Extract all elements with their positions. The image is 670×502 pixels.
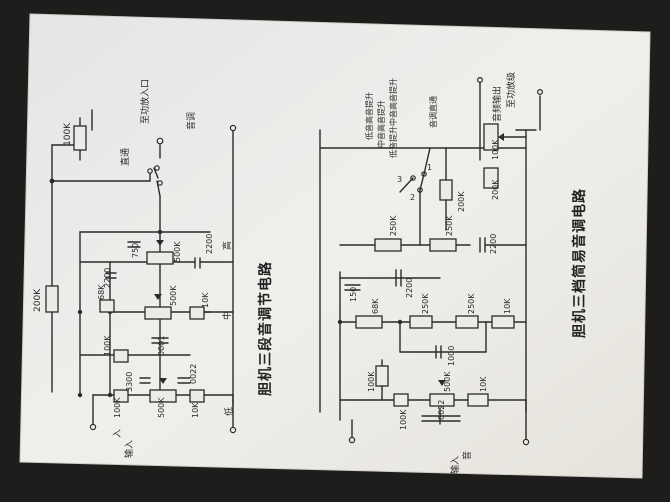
label-250k-a: 250K (389, 215, 398, 236)
circuit-three-position-tone: 低音高音提升 中音高音提升 低音提升中音高音提升 音调直通 音频输出 至功放级 … (319, 72, 588, 474)
label-500k-high: 500K (173, 241, 182, 262)
resistor-100k-2a (375, 365, 389, 387)
resistor-68k-2 (355, 315, 383, 329)
resistor-250k-b (429, 238, 457, 252)
label-200k-switch: 200K (457, 191, 466, 212)
resistor-68k (99, 299, 115, 313)
resistor-100k-2b (393, 393, 409, 407)
label-100k-2a: 100K (367, 371, 376, 392)
label-bypass: 直通 (119, 148, 131, 166)
label-68k: 68K (97, 284, 106, 300)
label-250k-c: 250K (421, 293, 430, 314)
pot-500k-2 (429, 393, 455, 407)
label-tone: 音调 (185, 112, 197, 130)
label-2200-out: 2200 (205, 234, 214, 254)
pot-500k-mid (144, 306, 172, 320)
label-sw-1: 1 (427, 163, 432, 172)
label-68k-2: 68K (371, 298, 380, 314)
label-sw-2: 2 (410, 193, 415, 202)
title-circuit-1: 胆机三段音调节电路 (257, 261, 274, 396)
label-1000: 1000 (447, 346, 456, 366)
label-750: 750 (131, 243, 140, 258)
label-100k-low: 100K (103, 335, 112, 356)
label-2200-b: 2200 (405, 278, 414, 298)
label-input-1-sub: 入 (112, 429, 123, 438)
resistor-100k-top (73, 125, 87, 151)
label-band-mid: 中 (221, 311, 233, 320)
label-to-amp-stage: 至功放级 (505, 72, 517, 108)
label-100k-2b: 100K (399, 409, 408, 430)
output-terminal (156, 137, 164, 145)
label-500k-low: 500K (157, 397, 166, 418)
label-10k-low: 10K (191, 402, 200, 418)
label-500k-mid: 500K (169, 285, 178, 306)
label-mode1b: 中音高音提升 (376, 100, 386, 148)
label-sw-3: 3 (397, 175, 402, 184)
input-terminal-2 (348, 436, 356, 444)
label-100k-top: 100K (63, 122, 73, 146)
label-100k-bottom: 100K (113, 397, 122, 418)
label-500k-2: 500K (443, 371, 452, 392)
label-input-2: 输入 (449, 456, 461, 474)
label-0001: 0001 (157, 336, 166, 356)
label-mode1: 低音高音提升 (364, 92, 374, 140)
resistor-250k-a (374, 238, 402, 252)
resistor-200k-output (483, 167, 499, 189)
label-to-amp: 至功放入口 (139, 79, 151, 124)
resistor-250k-c (409, 315, 433, 329)
label-3300: 3300 (125, 372, 134, 392)
label-10k-mid: 10K (201, 292, 210, 308)
label-2200-in: 2200 (103, 268, 112, 288)
pot-500k-low (149, 389, 177, 403)
resistor-10k-mid (189, 306, 205, 320)
label-200k-output: 200K (491, 179, 500, 200)
label-mode2: 低音提升中音高音提升 (388, 78, 398, 158)
label-input-1: 输入 (123, 440, 135, 458)
label-2200-a: 2200 (489, 234, 498, 254)
input-terminal (89, 423, 97, 431)
resistor-250k-d (455, 315, 479, 329)
label-100k-pot: 100K (491, 139, 500, 160)
label-audio-out: 音频输出 (491, 86, 503, 122)
label-band-low: 低 (223, 407, 235, 416)
resistor-10k-2b (467, 393, 489, 407)
resistor-10k-low (189, 389, 205, 403)
title-circuit-2: 胆机三档简易音调电路 (571, 188, 588, 338)
resistor-100k-bottom (113, 389, 129, 403)
resistor-10k-2 (491, 315, 515, 329)
pot-500k-high (146, 251, 174, 265)
label-250k-d: 250K (467, 293, 476, 314)
label-0022: 0022 (189, 364, 198, 384)
resistor-100k-low (113, 349, 129, 363)
label-200k: 200K (33, 288, 43, 312)
label-input-2-sub: 音 (461, 451, 473, 460)
resistor-200k-switch (439, 179, 453, 201)
label-250k-b: 250K (445, 215, 454, 236)
label-0022-2: 0022 (437, 400, 446, 420)
label-10k-2b: 10K (479, 376, 488, 392)
circuit-three-band-tone: 200K 100K 直通 至功放入口 音调 750 500K 2200 高 22… (33, 79, 274, 458)
label-10k-2: 10K (503, 298, 512, 314)
label-band-high: 高 (221, 241, 233, 250)
resistor-200k (45, 285, 59, 313)
label-tone-bypass: 音调直通 (428, 96, 438, 128)
label-150: 150 (349, 287, 358, 302)
output-terminal-2 (536, 88, 543, 95)
